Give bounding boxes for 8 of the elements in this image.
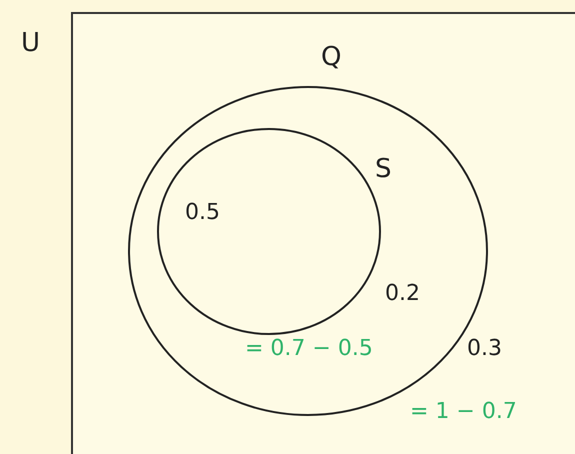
calculation-text: = 0.7 − 0.5 [245, 338, 373, 360]
set-label: S [375, 156, 392, 182]
probability-value: 0.2 [385, 283, 420, 305]
set-label: U [21, 30, 40, 56]
set-label: Q [321, 44, 342, 70]
probability-value: 0.3 [467, 338, 502, 360]
probability-value: 0.5 [185, 202, 220, 224]
calculation-text: = 1 − 0.7 [410, 401, 517, 423]
